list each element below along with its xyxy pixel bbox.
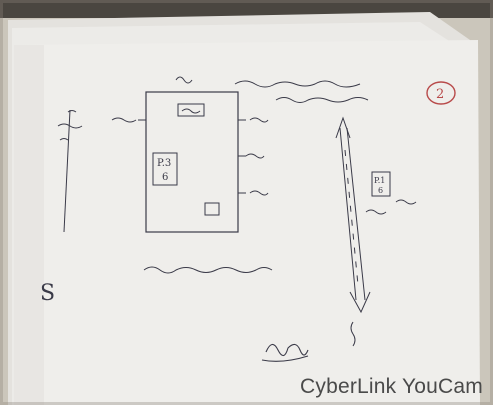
page-number-circle	[426, 81, 456, 105]
page-number: 2	[436, 87, 444, 102]
header-scribble	[175, 76, 369, 103]
plot-box-p1-sub: 6	[378, 186, 383, 195]
paper-sheet	[14, 40, 480, 405]
dimension-note	[143, 266, 273, 274]
compass-south: S	[40, 281, 55, 306]
plot-rectangle	[145, 91, 239, 233]
plot-box-p3	[152, 152, 178, 186]
plot-box-p1	[371, 171, 391, 197]
watermark: CyberLink YouCam	[300, 375, 483, 398]
plot-box-p1-label: P.1	[374, 176, 385, 185]
signature	[261, 343, 309, 362]
north-arrow	[57, 109, 83, 233]
road-arrow	[335, 116, 371, 347]
plot-box-p3-sub: 6	[162, 172, 168, 183]
plot-box-p3-label: P.3	[157, 158, 171, 169]
